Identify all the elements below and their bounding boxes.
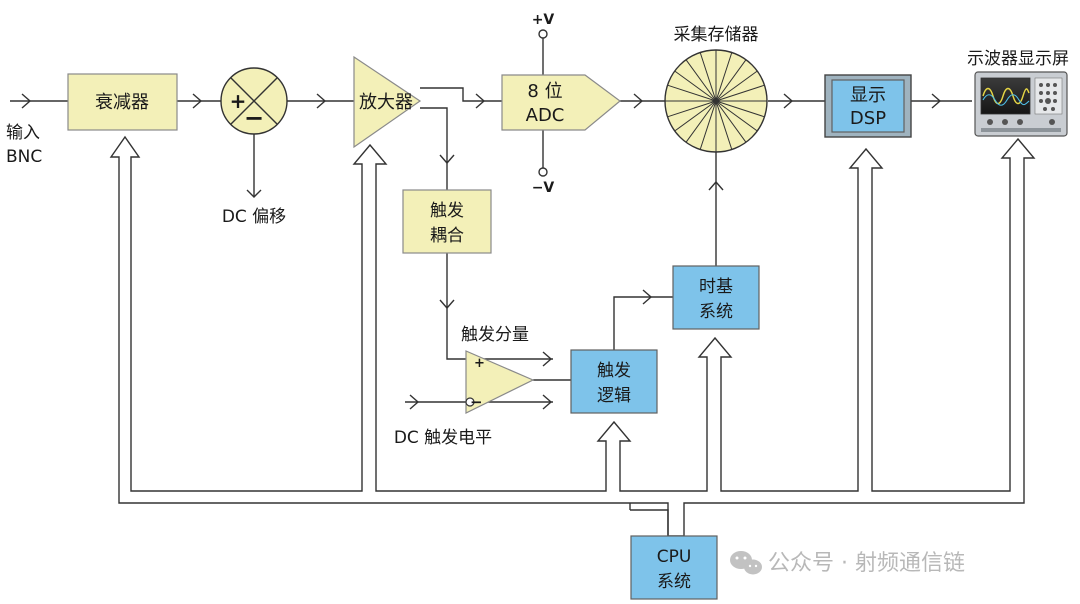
- trigger-logic-line1: 触发: [597, 361, 631, 381]
- trigger-coupling-block: 触发 耦合: [402, 189, 492, 254]
- wechat-icon: [730, 551, 762, 575]
- trigger-logic-block: 触发 逻辑: [570, 349, 658, 414]
- adc-line2: ADC: [526, 105, 565, 126]
- memory-spoke: [715, 100, 747, 143]
- summer-plus: +: [230, 89, 247, 113]
- vplus-label: +V: [532, 12, 555, 28]
- vplus-terminal: [538, 29, 548, 39]
- memory-spoke: [715, 100, 765, 118]
- timebase-block: 时基 系统: [672, 265, 760, 330]
- trigger-logic-line2: 逻辑: [597, 386, 631, 406]
- attenuator-label: 衰减器: [95, 92, 149, 113]
- adc-block: 8 位 ADC: [501, 74, 621, 131]
- memory-spoke: [715, 100, 758, 132]
- vminus-label: −V: [532, 180, 555, 196]
- oscilloscope-icon: [974, 71, 1068, 137]
- memory-spoke: [699, 100, 717, 150]
- amplifier-block: 放大器: [353, 55, 422, 149]
- cpu-bus: [109, 135, 1036, 537]
- comparator-minus: −: [470, 393, 483, 411]
- trigger-coupling-line1: 触发: [430, 201, 464, 221]
- display-dsp-line1: 显示: [850, 85, 886, 106]
- memory-spoke: [667, 100, 717, 118]
- memory-spoke: [715, 70, 758, 102]
- input-label-line1: 输入: [6, 123, 40, 143]
- memory-spoke: [685, 100, 717, 143]
- timebase-line1: 时基: [699, 277, 733, 297]
- amplifier-label: 放大器: [359, 92, 413, 113]
- cpu-line2: 系统: [657, 572, 691, 592]
- attenuator-block: 衰减器: [67, 73, 178, 131]
- memory-spoke: [715, 59, 747, 102]
- memory-spoke: [715, 84, 765, 102]
- cpu-line1: CPU: [657, 547, 692, 567]
- signal-lines: [10, 38, 972, 410]
- acquisition-memory: [664, 49, 768, 153]
- display-dsp-line2: DSP: [850, 108, 886, 129]
- memory-spoke: [674, 70, 717, 102]
- watermark-text: 公众号 · 射频通信链: [768, 551, 965, 576]
- cpu-block: CPU 系统: [630, 535, 718, 600]
- memory-spoke: [667, 84, 717, 102]
- vminus-terminal: [538, 167, 548, 177]
- summing-junction: + −: [220, 67, 288, 135]
- scope-display-label: 示波器显示屏: [967, 49, 1069, 69]
- trigger-component-label: 触发分量: [461, 325, 529, 345]
- trigger-coupling-line2: 耦合: [430, 226, 464, 246]
- dc-trigger-level-label: DC 触发电平: [394, 428, 492, 448]
- input-label-line2: BNC: [6, 147, 42, 167]
- comparator-plus: +: [474, 356, 485, 371]
- timebase-line2: 系统: [699, 302, 733, 322]
- adc-line1: 8 位: [527, 81, 562, 102]
- memory-spoke: [685, 59, 717, 102]
- trigger-comparator: + −: [465, 350, 535, 414]
- memory-spoke: [715, 52, 733, 102]
- display-dsp-block: 显示 DSP: [824, 74, 912, 138]
- memory-spoke: [699, 52, 717, 102]
- memory-spoke: [674, 100, 717, 132]
- watermark: 公众号 · 射频通信链: [730, 551, 965, 576]
- dc-offset-label: DC 偏移: [222, 207, 286, 227]
- summer-minus: −: [244, 104, 264, 132]
- memory-spoke: [715, 100, 733, 150]
- acquisition-memory-label: 采集存储器: [674, 25, 759, 45]
